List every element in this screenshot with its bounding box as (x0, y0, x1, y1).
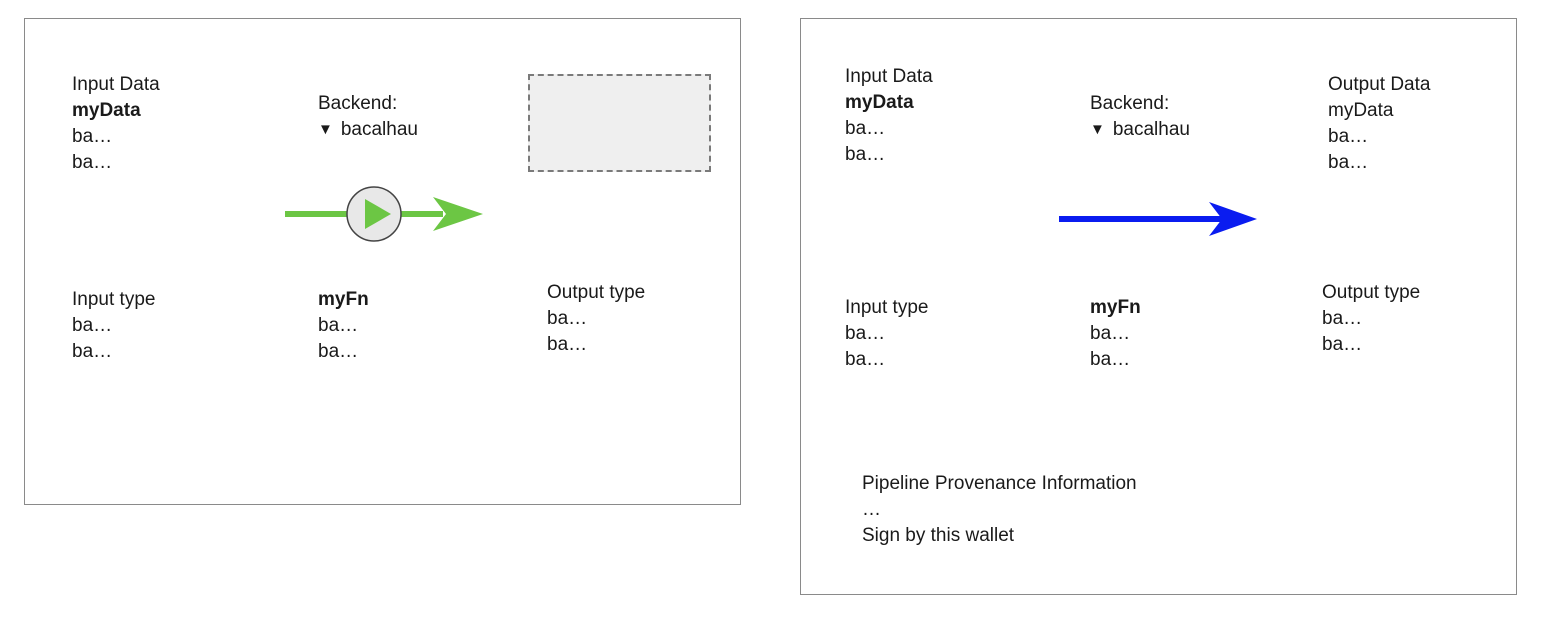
backend-selected-value: bacalhau (340, 119, 418, 140)
run-arrow (285, 186, 483, 242)
output-data-block: Output Data myData ba… ba… (1328, 72, 1430, 176)
input-data-title: Input Data (845, 66, 933, 87)
provenance-block: Pipeline Provenance Information … Sign b… (862, 471, 1137, 549)
run-arrow-head (433, 197, 483, 231)
input-type-title: Input type (72, 289, 156, 310)
pipeline-result-panel: Input Data myData ba… ba… Backend: ▼ baca… (800, 18, 1517, 595)
function-block: myFn ba… ba… (318, 287, 369, 365)
backend-block: Backend: (1090, 91, 1169, 117)
input-data-name[interactable]: myData (845, 92, 914, 113)
output-data-line: ba… (1328, 152, 1369, 173)
provenance-title: Pipeline Provenance Information (862, 473, 1137, 494)
input-type-title: Input type (845, 297, 929, 318)
input-type-line: ba… (72, 315, 113, 336)
backend-block: Backend: (318, 91, 397, 117)
function-name[interactable]: myFn (318, 289, 369, 310)
input-data-line: ba… (72, 126, 113, 147)
input-data-line: ba… (845, 144, 886, 165)
input-type-line: ba… (845, 349, 886, 370)
backend-label: Backend: (318, 93, 398, 114)
input-data-line: ba… (72, 152, 113, 173)
output-type-title: Output type (547, 282, 646, 303)
provenance-ellipsis: … (862, 499, 881, 520)
output-data-name[interactable]: myData (1328, 100, 1394, 121)
input-data-block: Input Data myData ba… ba… (72, 72, 160, 176)
function-name[interactable]: myFn (1090, 297, 1141, 318)
output-type-line: ba… (1322, 308, 1363, 329)
pipeline-editor-panel: Input Data myData ba… ba… Backend: ▼ baca… (24, 18, 741, 505)
input-data-name[interactable]: myData (72, 100, 141, 121)
output-type-line: ba… (1322, 334, 1363, 355)
input-data-title: Input Data (72, 74, 160, 95)
function-block: myFn ba… ba… (1090, 295, 1141, 373)
result-arrow (1059, 202, 1257, 236)
input-data-line: ba… (845, 118, 886, 139)
output-data-placeholder[interactable] (528, 74, 711, 172)
dropdown-caret-icon: ▼ (318, 121, 333, 138)
output-type-block: Output type ba… ba… (547, 280, 645, 358)
function-line: ba… (1090, 323, 1131, 344)
output-data-title: Output Data (1328, 74, 1431, 95)
backend-label: Backend: (1090, 93, 1170, 114)
dropdown-caret-icon: ▼ (1090, 121, 1105, 138)
backend-select[interactable]: ▼ bacalhau (1090, 117, 1190, 144)
output-type-block: Output type ba… ba… (1322, 280, 1420, 358)
function-line: ba… (318, 341, 359, 362)
play-icon (365, 199, 391, 229)
backend-selected-value: bacalhau (1112, 119, 1190, 140)
input-type-block: Input type ba… ba… (845, 295, 928, 373)
output-type-line: ba… (547, 308, 588, 329)
play-button[interactable] (346, 186, 402, 242)
provenance-signature: Sign by this wallet (862, 525, 1015, 546)
function-line: ba… (318, 315, 359, 336)
output-type-title: Output type (1322, 282, 1421, 303)
input-type-block: Input type ba… ba… (72, 287, 155, 365)
input-data-block: Input Data myData ba… ba… (845, 64, 933, 168)
output-type-line: ba… (547, 334, 588, 355)
function-line: ba… (1090, 349, 1131, 370)
input-type-line: ba… (72, 341, 113, 362)
result-arrow-head (1209, 202, 1257, 236)
input-type-line: ba… (845, 323, 886, 344)
output-data-line: ba… (1328, 126, 1369, 147)
backend-select[interactable]: ▼ bacalhau (318, 117, 418, 144)
